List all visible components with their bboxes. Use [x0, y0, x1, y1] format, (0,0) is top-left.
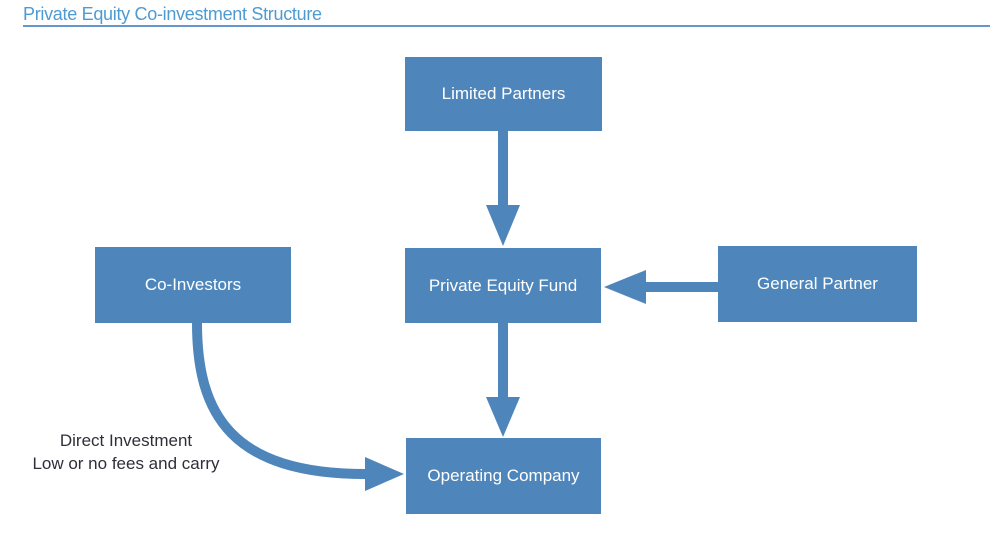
page-title: Private Equity Co-investment Structure: [23, 4, 322, 24]
node-co-investors: Co-Investors: [95, 247, 291, 323]
arrowhead-down-icon: [486, 397, 520, 437]
arrowhead-right-icon: [365, 457, 404, 491]
node-label: Limited Partners: [441, 84, 566, 103]
title-underline: [23, 25, 990, 27]
arrowhead-down-icon: [486, 205, 520, 246]
node-label: Co-Investors: [144, 275, 242, 294]
arrowhead-left-icon: [604, 270, 646, 304]
curved-arrow-shaft: [192, 322, 367, 479]
arrow-fund-to-operating-company: [486, 323, 520, 437]
arrow-limited-partners-to-fund: [486, 131, 520, 246]
node-operating-company: Operating Company: [406, 438, 601, 514]
annotation-line-2: Low or no fees and carry: [32, 454, 220, 473]
arrow-co-investors-to-operating-company: [192, 322, 404, 491]
co-investment-annotation: Direct Investment Low or no fees and car…: [16, 429, 236, 475]
node-limited-partners: Limited Partners: [405, 57, 602, 131]
node-label: General Partner: [757, 274, 878, 293]
arrow-general-partner-to-fund: [604, 270, 718, 304]
node-general-partner: General Partner: [718, 246, 917, 322]
node-private-equity-fund: Private Equity Fund: [405, 248, 601, 323]
node-label: Operating Company: [427, 466, 580, 485]
annotation-line-1: Direct Investment: [59, 431, 193, 450]
node-label: Private Equity Fund: [428, 275, 578, 295]
